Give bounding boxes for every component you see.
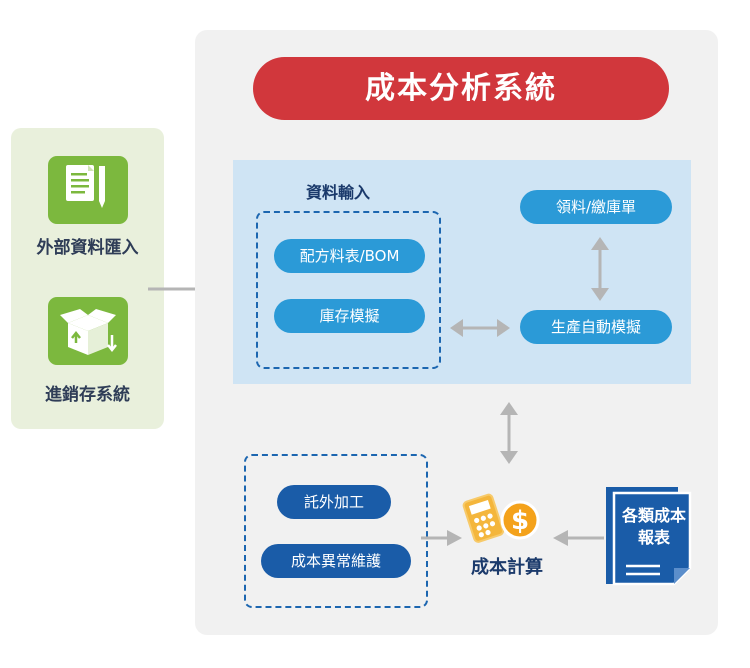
calculator-coin-icon: $ (462, 493, 540, 543)
outsourcing-button[interactable]: 託外加工 (277, 485, 391, 519)
vertical-double-arrow-icon (591, 237, 609, 301)
cost-calculation-label: 成本計算 (471, 557, 543, 578)
bom-button[interactable]: 配方料表/BOM (274, 239, 425, 273)
open-box-icon (60, 309, 117, 355)
cost-report-document-icon (606, 487, 692, 586)
document-pencil-icon (66, 165, 105, 208)
cost-report-title-line1: 各類成本 (621, 506, 686, 525)
requisition-button[interactable]: 領料/繳庫單 (520, 190, 672, 224)
cost-report-title-line2: 報表 (637, 528, 670, 547)
external-import-label: 外部資料匯入 (36, 238, 139, 258)
data-input-group (256, 211, 441, 369)
vertical-double-arrow-icon (500, 402, 518, 464)
arrow-right-icon (421, 530, 462, 546)
system-title: 成本分析系統 (253, 57, 669, 120)
cost-exception-button[interactable]: 成本異常維護 (261, 544, 411, 578)
svg-text:$: $ (511, 506, 529, 536)
adjustments-group (244, 454, 428, 608)
inventory-system-label: 進銷存系統 (45, 385, 130, 405)
inventory-system-tile (48, 297, 128, 365)
data-input-title: 資料輸入 (306, 183, 371, 202)
horizontal-double-arrow-icon (450, 319, 510, 337)
production-simulation-button[interactable]: 生產自動模擬 (520, 310, 672, 344)
document-import-tile (48, 156, 128, 224)
arrow-left-icon (553, 530, 604, 546)
inventory-simulation-button[interactable]: 庫存模擬 (274, 299, 425, 333)
